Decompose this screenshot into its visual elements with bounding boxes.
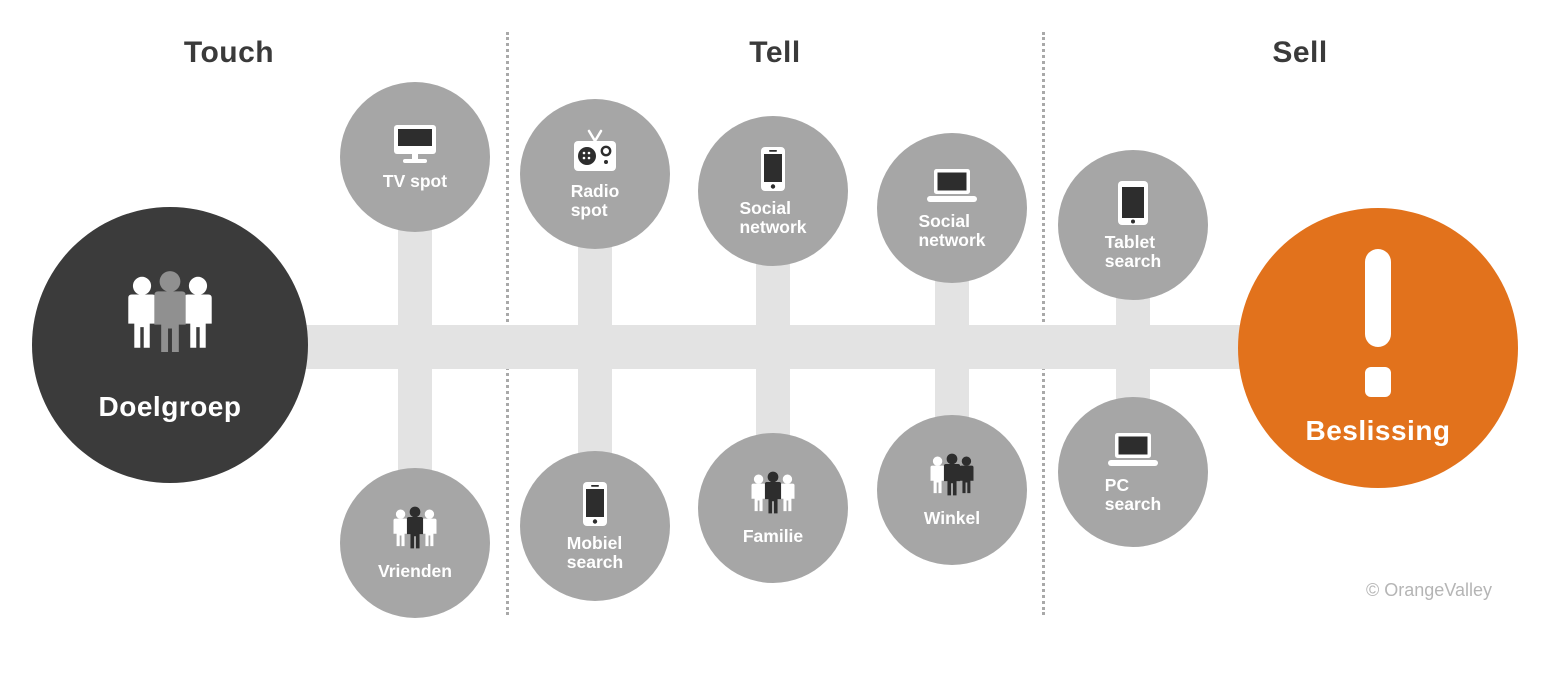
tv-icon <box>389 123 441 165</box>
tablet-icon <box>1116 180 1150 226</box>
people-group-icon <box>744 470 802 520</box>
node-label: Winkel <box>923 508 981 529</box>
phase-title-tell: Tell <box>749 36 801 69</box>
doelgroep-label: Doelgroep <box>98 390 242 422</box>
node-label: TV spot <box>382 171 448 192</box>
phase-title-touch: Touch <box>183 36 275 69</box>
phase-divider <box>506 32 509 615</box>
node-label: Tablet search <box>1104 231 1162 271</box>
node-label: Mobiel search <box>566 532 624 572</box>
phase-divider <box>1042 32 1045 615</box>
node-tv-spot: TV spot <box>340 82 490 232</box>
people-group-icon <box>923 452 981 502</box>
people-group-icon <box>114 268 226 365</box>
node-pc-search: PC search <box>1058 397 1208 547</box>
node-radio-spot: Radio spot <box>520 99 670 249</box>
laptop-icon <box>1106 431 1160 469</box>
node-vrienden: Vrienden <box>340 468 490 618</box>
people-group-icon <box>386 505 444 555</box>
node-tablet-search: Tablet search <box>1058 150 1208 300</box>
node-label: Familie <box>742 526 804 547</box>
radio-icon <box>570 129 620 175</box>
node-label: Radio spot <box>570 180 620 220</box>
beslissing-circle: Beslissing <box>1238 208 1518 488</box>
beslissing-label: Beslissing <box>1305 415 1451 446</box>
phase-title-sell: Sell <box>1272 36 1328 69</box>
doelgroep-circle: Doelgroep <box>32 207 308 483</box>
node-label: Social network <box>739 197 807 237</box>
laptop-icon <box>925 167 979 205</box>
node-mobiel-search: Mobiel search <box>520 451 670 601</box>
node-label: Social network <box>918 210 986 250</box>
node-social-network-desktop: Social network <box>877 133 1027 283</box>
exclamation-icon <box>1356 249 1400 399</box>
copyright-text: © OrangeValley <box>1366 580 1492 600</box>
node-social-network-mobile: Social network <box>698 116 848 266</box>
node-familie: Familie <box>698 433 848 583</box>
node-label: PC search <box>1104 474 1162 514</box>
node-label: Vrienden <box>378 561 452 582</box>
smartphone-icon <box>581 481 609 527</box>
smartphone-icon <box>759 146 787 192</box>
node-winkel: Winkel <box>877 415 1027 565</box>
